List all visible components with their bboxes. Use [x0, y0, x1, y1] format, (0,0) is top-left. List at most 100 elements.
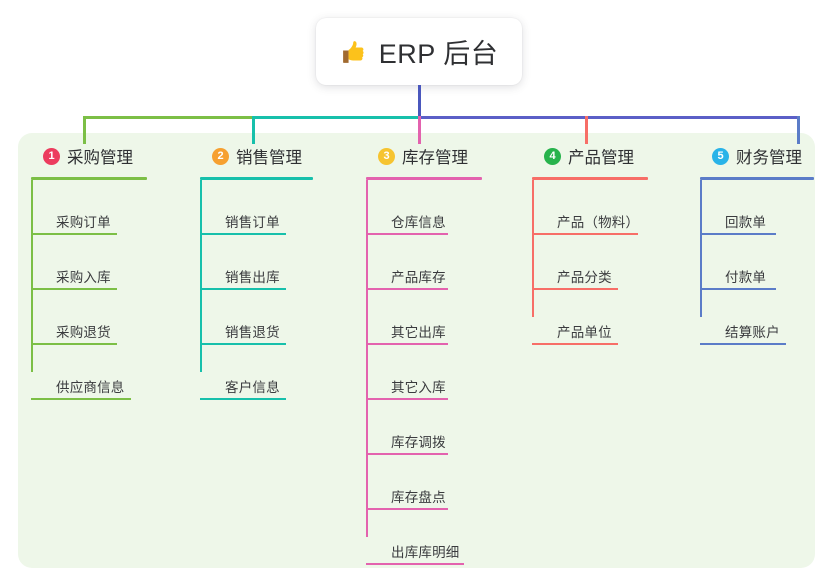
leaf-item[interactable]: 供应商信息: [31, 345, 147, 400]
leaf-item-underline: [200, 343, 286, 345]
root-node-content: ERP 后台: [340, 32, 499, 71]
leaf-item[interactable]: 其它出库: [366, 290, 482, 345]
leaf-item[interactable]: 销售退货: [200, 290, 313, 345]
leaf-item-label: 回款单: [725, 215, 767, 230]
leaf-item-label: 采购入库: [56, 270, 111, 285]
leaf-item[interactable]: 采购订单: [31, 180, 147, 235]
leaf-item-label: 仓库信息: [391, 215, 446, 230]
leaf-item-underline: [200, 288, 286, 290]
leaf-item[interactable]: 产品（物料）: [532, 180, 648, 235]
leaf-item-label: 产品库存: [391, 270, 446, 285]
connector-root-stem: [418, 85, 421, 119]
column-underline: [200, 177, 313, 180]
leaf-item-underline: [532, 288, 618, 290]
leaf-item[interactable]: 回款单: [700, 180, 814, 235]
column-underline: [700, 177, 814, 180]
leaf-item-underline: [366, 288, 448, 290]
column-items-4: 产品（物料） 产品分类产品单位: [532, 180, 648, 345]
connector-bus-segment-3: [418, 116, 800, 119]
leaf-item-label: 销售出库: [225, 270, 280, 285]
leaf-item-underline: [200, 398, 286, 400]
leaf-item[interactable]: 付款单: [700, 235, 814, 290]
column-5: 5 财务管理回款单付款单结算账户: [700, 144, 814, 345]
column-spine: [700, 180, 702, 317]
column-number-badge: 1: [43, 147, 60, 165]
leaf-item-underline: [31, 398, 131, 400]
column-title: 采购管理: [67, 149, 133, 167]
column-title: 财务管理: [736, 149, 802, 167]
leaf-item-underline: [200, 233, 286, 235]
leaf-item-label: 付款单: [725, 270, 767, 285]
leaf-item[interactable]: 销售出库: [200, 235, 313, 290]
column-underline: [532, 177, 648, 180]
connector-drop-3: [418, 116, 421, 144]
column-number-badge: 3: [378, 147, 395, 165]
column-items-2: 销售订单销售出库销售退货客户信息: [200, 180, 313, 400]
connector-drop-5: [797, 116, 800, 144]
leaf-item-label: 产品（物料）: [557, 215, 640, 230]
connector-drop-2: [252, 116, 255, 144]
leaf-item-label: 其它入库: [391, 380, 446, 395]
leaf-item-underline: [366, 233, 448, 235]
leaf-item[interactable]: 出库库明细: [366, 510, 482, 565]
column-header-3[interactable]: 3 库存管理: [366, 144, 482, 168]
column-3: 3 库存管理仓库信息产品库存其它出库其它入库库存调拨库存盘点出库库明细: [366, 144, 482, 565]
leaf-item-label: 结算账户: [725, 325, 780, 340]
leaf-item-underline: [366, 563, 464, 565]
column-title: 库存管理: [402, 149, 468, 167]
root-node-title: ERP 后台: [378, 39, 499, 69]
root-node-card[interactable]: ERP 后台: [316, 18, 522, 85]
leaf-item[interactable]: 仓库信息: [366, 180, 482, 235]
leaf-item-label: 库存盘点: [391, 490, 446, 505]
leaf-item[interactable]: 其它入库: [366, 345, 482, 400]
leaf-item-underline: [31, 343, 117, 345]
leaf-item[interactable]: 采购入库: [31, 235, 147, 290]
column-spine: [366, 180, 368, 537]
leaf-item-label: 采购订单: [56, 215, 111, 230]
column-spine: [31, 180, 33, 372]
leaf-item-label: 供应商信息: [56, 380, 125, 395]
leaf-item-underline: [31, 233, 117, 235]
connector-bus-segment-1: [83, 116, 252, 119]
leaf-item-label: 出库库明细: [391, 545, 460, 560]
thumbs-up-icon: [340, 38, 368, 66]
content-panel: [18, 133, 815, 568]
leaf-item-underline: [31, 288, 117, 290]
column-items-1: 采购订单采购入库采购退货供应商信息: [31, 180, 147, 400]
column-header-1[interactable]: 1 采购管理: [31, 144, 147, 168]
column-number-badge: 5: [712, 147, 729, 165]
leaf-item[interactable]: 采购退货: [31, 290, 147, 345]
leaf-item[interactable]: 产品分类: [532, 235, 648, 290]
column-underline: [31, 177, 147, 180]
column-items-3: 仓库信息产品库存其它出库其它入库库存调拨库存盘点出库库明细: [366, 180, 482, 565]
column-title: 产品管理: [568, 149, 634, 167]
column-underline: [366, 177, 482, 180]
leaf-item-label: 产品分类: [557, 270, 612, 285]
column-items-5: 回款单付款单结算账户: [700, 180, 814, 345]
leaf-item-underline: [700, 233, 776, 235]
leaf-item[interactable]: 客户信息: [200, 345, 313, 400]
leaf-item-underline: [532, 233, 638, 235]
connector-drop-1: [83, 116, 86, 144]
leaf-item[interactable]: 库存盘点: [366, 455, 482, 510]
column-header-5[interactable]: 5 财务管理: [700, 144, 814, 168]
leaf-item[interactable]: 销售订单: [200, 180, 313, 235]
leaf-item-underline: [700, 288, 776, 290]
column-title: 销售管理: [236, 149, 302, 167]
leaf-item-underline: [532, 343, 618, 345]
leaf-item-label: 其它出库: [391, 325, 446, 340]
column-4: 4 产品管理产品（物料） 产品分类产品单位: [532, 144, 648, 345]
leaf-item-underline: [366, 453, 448, 455]
leaf-item-label: 产品单位: [557, 325, 612, 340]
leaf-item[interactable]: 产品库存: [366, 235, 482, 290]
leaf-item[interactable]: 结算账户: [700, 290, 814, 345]
leaf-item[interactable]: 库存调拨: [366, 400, 482, 455]
column-header-4[interactable]: 4 产品管理: [532, 144, 648, 168]
column-1: 1 采购管理采购订单采购入库采购退货供应商信息: [31, 144, 147, 400]
leaf-item-underline: [366, 343, 448, 345]
column-number-badge: 4: [544, 147, 561, 165]
leaf-item[interactable]: 产品单位: [532, 290, 648, 345]
